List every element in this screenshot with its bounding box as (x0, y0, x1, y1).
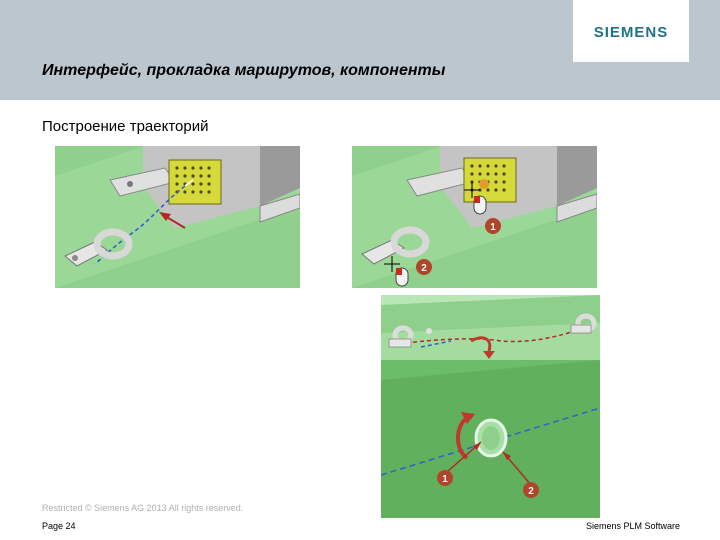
page-number: Page 24 (42, 521, 76, 531)
callout-1-label: 1 (442, 474, 448, 485)
section-subtitle: Построение траекторий (42, 118, 209, 135)
page-title: Интерфейс, прокладка маршрутов, компонен… (42, 62, 446, 79)
crosshair-cursor-icon (464, 182, 480, 198)
cable-clip-right (570, 313, 597, 334)
callout-2-badge (416, 259, 432, 275)
mouse-icon (473, 195, 487, 215)
callout-1-label: 1 (490, 222, 496, 233)
cable-clip (361, 226, 430, 265)
callout-2-badge (523, 482, 539, 498)
route-path-svg (381, 295, 600, 360)
illustration-route-path (381, 295, 600, 360)
siemens-logo: SIEMENS (593, 24, 669, 41)
cable-clip (64, 228, 133, 267)
illustration-route-start (55, 146, 300, 288)
mouse-icon (395, 267, 409, 287)
callout-2-label: 2 (528, 486, 534, 497)
callout-1-badge (485, 218, 501, 234)
rotate-arrow-icon (470, 336, 492, 352)
route-start-svg (55, 146, 300, 288)
callout-1-badge (437, 470, 453, 486)
crosshair-cursor-icon (384, 256, 400, 272)
callout-2-label: 2 (421, 263, 427, 274)
cable-clip-left (388, 325, 414, 348)
connector-pins (175, 166, 211, 194)
illustration-route-tube: 1 2 (381, 360, 600, 518)
footer-restricted: Restricted © Siemens AG 2013 All rights … (42, 503, 244, 513)
illustration-route-selection: 1 2 (352, 146, 597, 288)
route-selection-svg: 1 2 (352, 146, 597, 288)
logo-box: SIEMENS (573, 0, 689, 62)
rotate-arrow-icon (456, 416, 469, 460)
header-band: SIEMENS Интерфейс, прокладка маршрутов, … (0, 0, 720, 100)
footer-company: Siemens PLM Software (586, 521, 681, 531)
route-tube-svg: 1 2 (381, 360, 600, 518)
